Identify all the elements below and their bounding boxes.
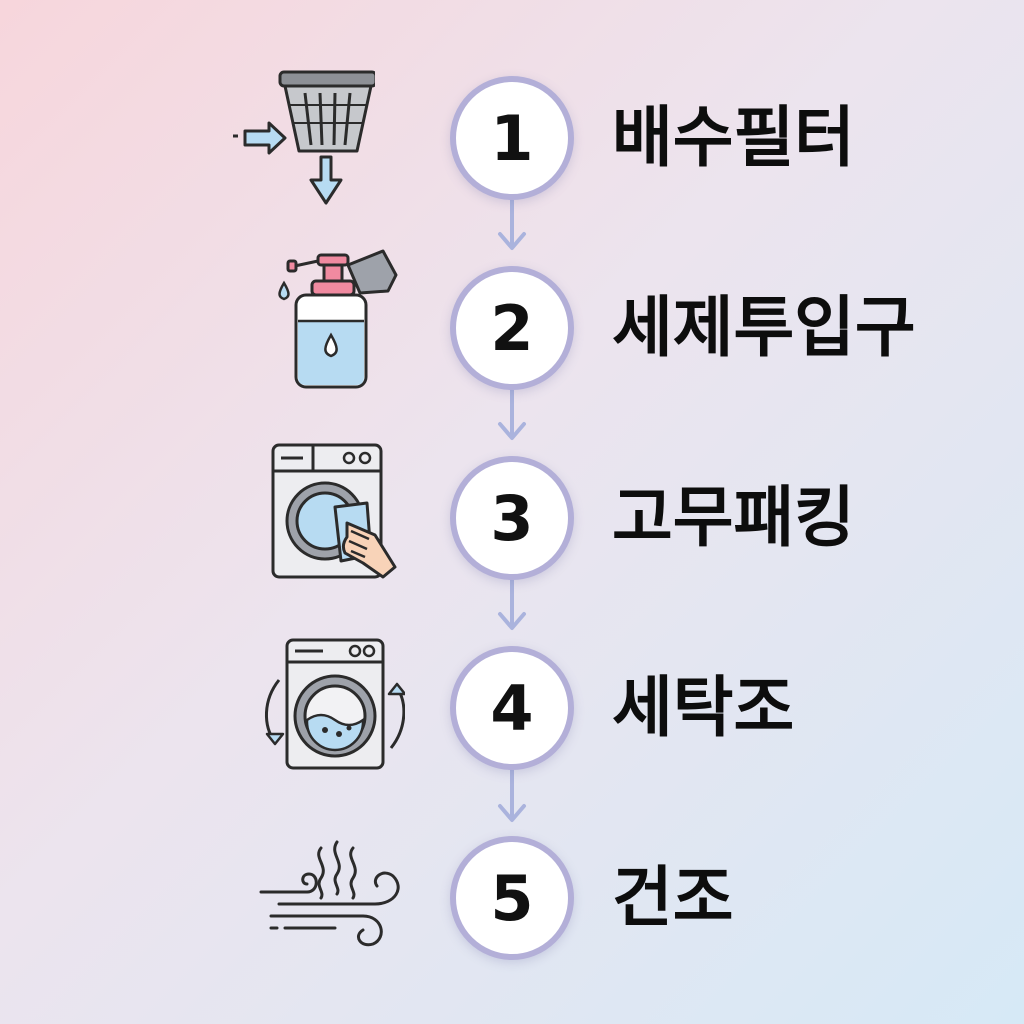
washer-drum-rotate-icon bbox=[264, 638, 405, 770]
step-number: 5 bbox=[490, 861, 534, 935]
connector-3-4 bbox=[498, 580, 526, 630]
drain-filter-icon bbox=[233, 70, 375, 205]
step-label: 세탁조 bbox=[612, 669, 795, 746]
air-drying-icon bbox=[259, 840, 400, 947]
step-label: 배수필터 bbox=[612, 99, 855, 176]
step-number-circle: 4 bbox=[450, 646, 574, 770]
step-label: 건조 bbox=[612, 859, 734, 936]
step-number-circle: 5 bbox=[450, 836, 574, 960]
connector-4-5 bbox=[498, 770, 526, 822]
detergent-bottle-icon bbox=[278, 249, 398, 389]
step-number: 3 bbox=[490, 481, 534, 555]
connector-1-2 bbox=[498, 200, 526, 250]
step-number-circle: 2 bbox=[450, 266, 574, 390]
connector-2-3 bbox=[498, 390, 526, 440]
step-number: 4 bbox=[490, 671, 534, 745]
step-number: 1 bbox=[490, 101, 534, 175]
step-label: 고무패킹 bbox=[612, 479, 855, 556]
step-number-circle: 1 bbox=[450, 76, 574, 200]
washer-door-wipe-icon bbox=[271, 443, 397, 579]
step-number-circle: 3 bbox=[450, 456, 574, 580]
step-label: 세제투입구 bbox=[612, 289, 916, 366]
step-number: 2 bbox=[490, 291, 534, 365]
